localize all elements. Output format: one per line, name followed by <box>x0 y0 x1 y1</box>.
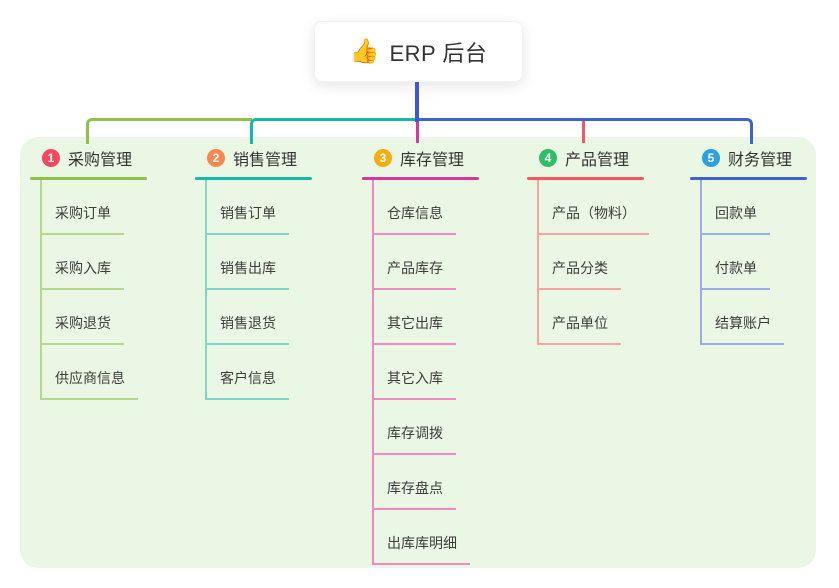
leaf-node-inventory-2[interactable]: 其它出库 <box>372 313 456 345</box>
branch-title: 产品管理 <box>565 152 630 169</box>
branch-underline <box>362 177 479 180</box>
branch-vline <box>700 178 702 345</box>
connector-branch-purchase <box>86 118 252 144</box>
root-node[interactable]: 👍 ERP 后台 <box>314 21 523 82</box>
leaf-node-inventory-1[interactable]: 产品库存 <box>372 258 456 290</box>
leaf-node-product-1[interactable]: 产品分类 <box>537 258 621 290</box>
root-title: ERP 后台 <box>389 40 488 66</box>
branch-header-inventory[interactable]: 3 库存管理 <box>374 148 465 169</box>
connector-branch-sales <box>250 118 417 144</box>
branch-number-badge: 5 <box>702 149 720 167</box>
leaf-node-purchase-1[interactable]: 采购入库 <box>40 258 124 290</box>
leaf-node-purchase-3[interactable]: 供应商信息 <box>40 368 138 400</box>
leaf-node-inventory-4[interactable]: 库存调拨 <box>372 423 456 455</box>
leaf-node-sales-2[interactable]: 销售退货 <box>205 313 289 345</box>
content-panel <box>20 137 816 568</box>
connector-drop-product <box>582 120 585 143</box>
leaf-node-inventory-0[interactable]: 仓库信息 <box>372 203 456 235</box>
thumbs-up-icon: 👍 <box>349 37 380 65</box>
leaf-node-inventory-6[interactable]: 出库库明细 <box>372 533 470 565</box>
leaf-node-finance-2[interactable]: 结算账户 <box>700 313 784 345</box>
leaf-node-sales-0[interactable]: 销售订单 <box>205 203 289 235</box>
branch-header-finance[interactable]: 5 财务管理 <box>702 148 793 169</box>
branch-title: 销售管理 <box>233 152 298 169</box>
leaf-node-finance-1[interactable]: 付款单 <box>700 258 770 290</box>
branch-number-badge: 1 <box>42 149 60 167</box>
branch-header-product[interactable]: 4 产品管理 <box>539 148 630 169</box>
leaf-node-purchase-2[interactable]: 采购退货 <box>40 313 124 345</box>
branch-vline <box>537 178 539 345</box>
branch-title: 财务管理 <box>728 152 793 169</box>
leaf-node-product-0[interactable]: 产品（物料） <box>537 203 649 235</box>
leaf-node-inventory-5[interactable]: 库存盘点 <box>372 478 456 510</box>
branch-title: 采购管理 <box>68 152 133 169</box>
branch-header-sales[interactable]: 2 销售管理 <box>207 148 298 169</box>
branch-number-badge: 2 <box>207 149 225 167</box>
leaf-node-finance-0[interactable]: 回款单 <box>700 203 770 235</box>
leaf-node-purchase-0[interactable]: 采购订单 <box>40 203 124 235</box>
branch-title: 库存管理 <box>400 152 465 169</box>
branch-underline <box>30 177 147 180</box>
branch-number-badge: 3 <box>374 149 392 167</box>
connector-stem <box>415 82 419 122</box>
branch-header-purchase[interactable]: 1 采购管理 <box>42 148 133 169</box>
leaf-node-sales-3[interactable]: 客户信息 <box>205 368 289 400</box>
branch-underline <box>527 177 644 180</box>
leaf-node-inventory-3[interactable]: 其它入库 <box>372 368 456 400</box>
branch-vline <box>372 178 374 565</box>
connector-branch-finance <box>417 118 753 144</box>
branch-number-badge: 4 <box>539 149 557 167</box>
branch-underline <box>195 177 312 180</box>
leaf-node-product-2[interactable]: 产品单位 <box>537 313 621 345</box>
connector-drop-inventory <box>416 120 419 143</box>
branch-underline <box>690 177 807 180</box>
leaf-node-sales-1[interactable]: 销售出库 <box>205 258 289 290</box>
